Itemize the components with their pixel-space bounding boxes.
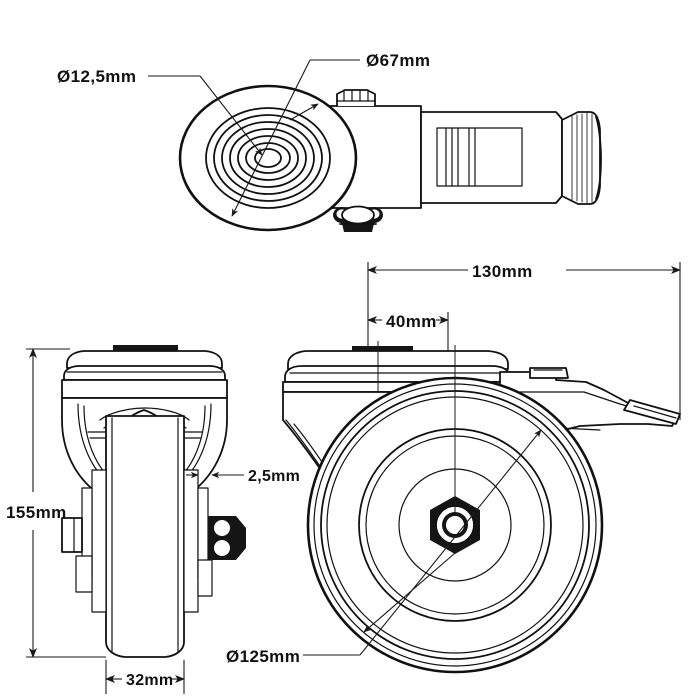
axle-nut-hole-lower xyxy=(214,540,230,556)
side-plate-block xyxy=(61,379,228,399)
dimension-overall-height: 155mm xyxy=(6,348,106,658)
side-plate-upper xyxy=(66,350,223,369)
nut-center-opening xyxy=(342,206,374,224)
axle-washer-left xyxy=(75,555,93,593)
axle-washer-right xyxy=(197,559,213,597)
top-view-window xyxy=(436,127,523,187)
top-view-wheel-disc xyxy=(178,84,358,232)
dimension-wheel-width: 32mm xyxy=(105,660,185,694)
top-view-caster xyxy=(178,84,602,232)
wheel-ring-3 xyxy=(221,121,315,195)
axle-bolt-head-left xyxy=(61,517,83,553)
bore-leader-arrow xyxy=(199,75,263,156)
offset-dimension-label: 40mm xyxy=(386,312,437,331)
dimension-wheel-diameter: Ø125mm xyxy=(226,429,542,666)
dimension-plate-diameter: Ø67mm xyxy=(231,51,430,217)
height-dimension-label: 155mm xyxy=(6,503,67,522)
plate-dimension-label: Ø67mm xyxy=(366,51,430,70)
top-view-axle-nut xyxy=(333,205,383,232)
brake-lever-tip-line xyxy=(633,405,677,419)
brake-lever-tip xyxy=(623,399,681,425)
side-plate-lower xyxy=(63,365,226,381)
plate-leader-arrow-upper xyxy=(289,103,319,121)
tread-dimension-label: 2,5mm xyxy=(248,468,300,485)
side-view-axle-right xyxy=(197,516,246,597)
side-fork-cap-arc xyxy=(99,407,190,421)
length-dimension-label: 130mm xyxy=(472,262,533,281)
side-hub-plate-left xyxy=(91,469,107,613)
dimension-tread-thickness: 2,5mm xyxy=(186,468,300,485)
side-view-top-plate xyxy=(61,345,228,399)
front-view-caster xyxy=(282,341,681,674)
wheel-dimension-label: Ø125mm xyxy=(226,647,300,666)
wheel-disc-outer xyxy=(178,84,358,232)
plate-leader-arrow-lower xyxy=(231,59,311,217)
wheel-ring-5 xyxy=(237,135,299,181)
wheel-ring-1 xyxy=(205,107,331,209)
wheel-ring-4 xyxy=(229,128,307,188)
front-plate-upper xyxy=(287,350,509,370)
side-hub-plate-right xyxy=(183,469,199,613)
bore-dimension-label: Ø12,5mm xyxy=(57,67,136,86)
wheel-ring-2 xyxy=(213,114,323,202)
pedal-edge-curve xyxy=(595,116,602,200)
side-view-caster xyxy=(61,345,246,658)
side-view-axle-left xyxy=(61,517,93,593)
top-view-brake-pedal xyxy=(561,111,601,205)
dimension-bore-diameter: Ø12,5mm xyxy=(57,67,263,156)
dimension-overall-length: 130mm xyxy=(367,262,681,420)
wheel-leader-arrow-upper xyxy=(359,429,542,656)
side-wheel-tread xyxy=(105,415,185,658)
front-hub-bore-hole xyxy=(446,516,464,534)
wheel-bore-circle xyxy=(254,148,282,168)
top-view-upper-boss xyxy=(336,89,376,107)
wheel-leader-arrow-lower xyxy=(363,539,471,633)
axle-nut-hole-upper xyxy=(214,520,230,536)
width-dimension-label: 32mm xyxy=(126,672,173,689)
